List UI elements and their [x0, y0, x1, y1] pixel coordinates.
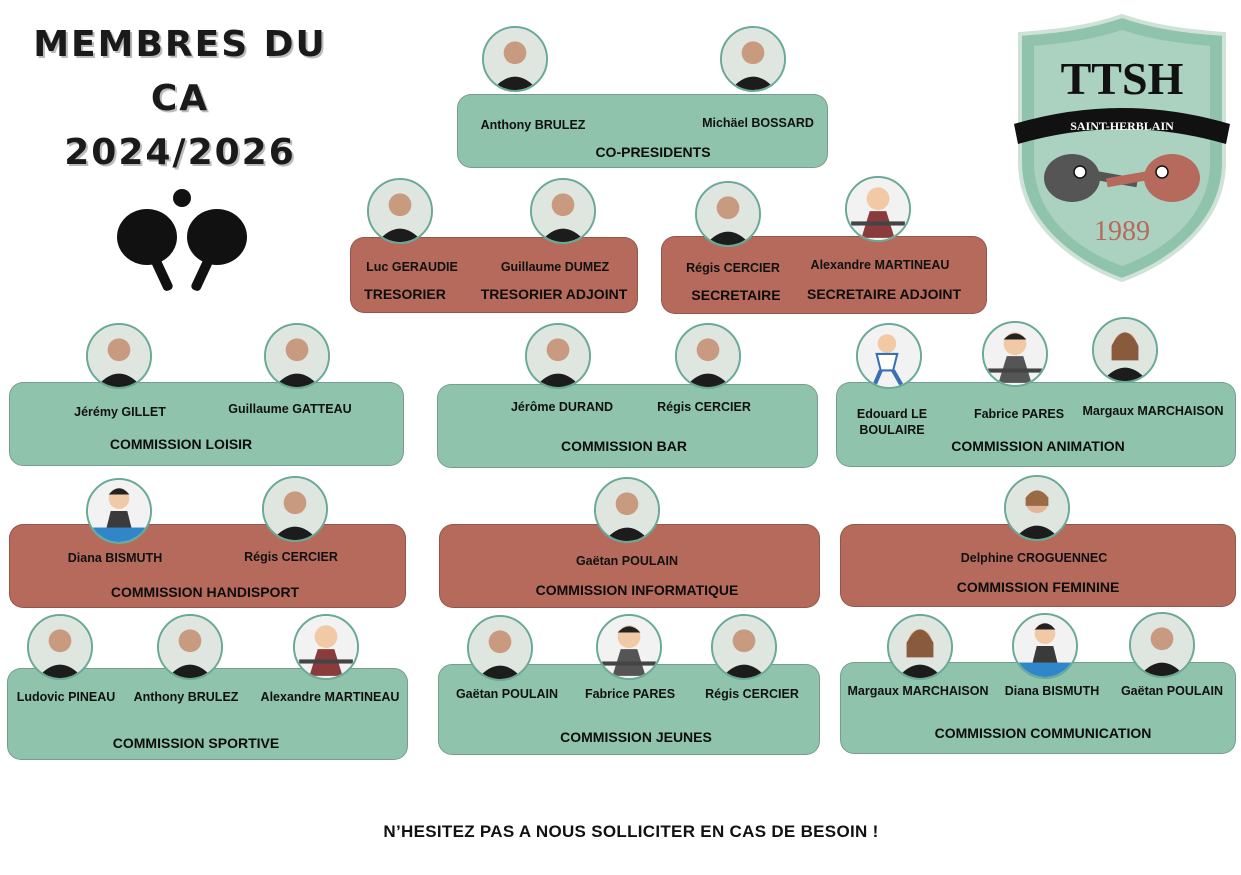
footer-message: N’HESITEZ PAS A NOUS SOLLICITER EN CAS D… [383, 822, 879, 841]
member-name: Régis CERCIER [705, 687, 799, 701]
page-title: MEMBRES DU CA 2024/2026 [30, 18, 330, 180]
avatar [157, 614, 223, 680]
member-name: Anthony BRULEZ [480, 118, 586, 132]
avatar-illustration [596, 614, 662, 680]
group-commission-animation [836, 382, 1236, 467]
member-name: Alexandre MARTINEAU [810, 258, 950, 272]
title-line-1: MEMBRES DU [33, 24, 327, 65]
member-name: Edouard LE [856, 407, 928, 421]
role-label: COMMISSION COMMUNICATION [934, 725, 1152, 741]
role-label: TRESORIER [364, 286, 446, 302]
avatar [720, 26, 786, 92]
member-name: Guillaume DUMEZ [500, 260, 610, 274]
avatar [711, 614, 777, 680]
group-co-presidents [457, 94, 828, 168]
title-line-3: 2024/2026 [64, 132, 296, 173]
member-name: Jérôme DURAND [510, 400, 614, 414]
group-secretaire [661, 236, 987, 314]
member-name: Alexandre MARTINEAU [260, 690, 400, 704]
group-commission-loisir [9, 382, 404, 466]
member-name: Delphine CROGUENNEC [960, 551, 1108, 565]
avatar-illustration [856, 323, 922, 389]
role-label: COMMISSION HANDISPORT [110, 584, 300, 600]
member-name: Fabrice PARES [973, 407, 1065, 421]
member-name: Luc GERAUDIE [366, 260, 458, 274]
ping-pong-paddles-icon [117, 189, 247, 291]
group-tresorier [350, 237, 638, 313]
avatar-illustration [1012, 613, 1078, 679]
avatar [1004, 475, 1070, 541]
member-name: Gaëtan POULAIN [455, 687, 559, 701]
avatar [467, 615, 533, 681]
avatar [1092, 317, 1158, 383]
role-label: CO-PRESIDENTS [595, 144, 711, 160]
member-name: Diana BISMUTH [67, 551, 163, 565]
role-label: COMMISSION BAR [561, 438, 687, 454]
logo-city: SAINT-HERBLAIN [1070, 119, 1174, 133]
role-label: COMMISSION FEMININE [956, 579, 1120, 595]
avatar [887, 614, 953, 680]
avatar-illustration [845, 176, 911, 242]
avatar [594, 477, 660, 543]
avatar [525, 323, 591, 389]
role-label: COMMISSION JEUNES [560, 729, 712, 745]
member-name: Diana BISMUTH [1004, 684, 1100, 698]
member-name: Anthony BRULEZ [133, 690, 239, 704]
member-name: Régis CERCIER [686, 261, 780, 275]
role-label: SECRETAIRE [691, 287, 781, 303]
member-name: Michäel BOSSARD [702, 116, 814, 130]
avatar [695, 181, 761, 247]
member-name: Régis CERCIER [244, 550, 338, 564]
title-line-2: CA [150, 78, 210, 119]
member-name: Régis CERCIER [657, 400, 751, 414]
role-label: COMMISSION ANIMATION [951, 438, 1125, 454]
member-name: Margaux MARCHAISON [1082, 404, 1224, 418]
member-name: BOULAIRE [859, 423, 925, 437]
group-commission-handisport [9, 524, 406, 608]
avatar [530, 178, 596, 244]
role-label: TRESORIER ADJOINT [480, 286, 628, 302]
avatar [264, 323, 330, 389]
avatar [27, 614, 93, 680]
ttsh-logo: TTSH SAINT-HERBLAIN 1989 [1014, 13, 1230, 283]
member-name: Ludovic PINEAU [16, 690, 116, 704]
role-label: COMMISSION INFORMATIQUE [535, 582, 739, 598]
group-commission-bar [437, 384, 818, 468]
member-name: Gaëtan POULAIN [1120, 684, 1224, 698]
avatar [367, 178, 433, 244]
avatar [482, 26, 548, 92]
member-name: Fabrice PARES [584, 687, 676, 701]
avatar [262, 476, 328, 542]
role-label: COMMISSION SPORTIVE [112, 735, 280, 751]
member-name: Margaux MARCHAISON [847, 684, 989, 698]
avatar [1129, 612, 1195, 678]
role-label: COMMISSION LOISIR [109, 436, 253, 452]
role-label: SECRETAIRE ADJOINT [806, 286, 962, 302]
avatar-illustration [293, 614, 359, 680]
member-name: Guillaume GATTEAU [228, 402, 352, 416]
logo-year: 1989 [1094, 216, 1150, 247]
avatar-illustration [86, 478, 152, 544]
member-name: Jérémy GILLET [74, 405, 166, 419]
avatar-illustration [982, 321, 1048, 387]
avatar [675, 323, 741, 389]
avatar [86, 323, 152, 389]
logo-name: TTSH [1061, 53, 1184, 104]
member-name: Gaëtan POULAIN [575, 554, 679, 568]
